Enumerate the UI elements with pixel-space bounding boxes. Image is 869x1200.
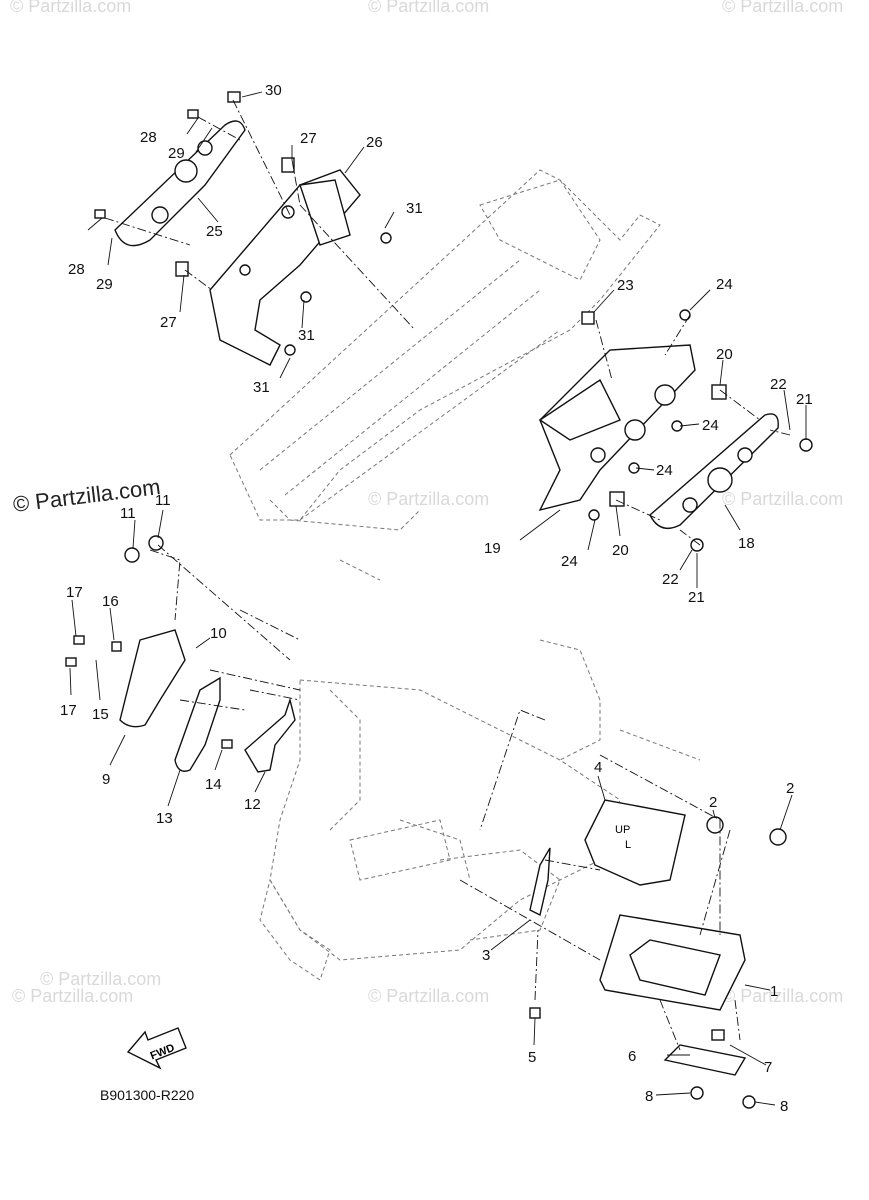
watermark: © Partzilla.com bbox=[368, 0, 489, 16]
callout-1: 1 bbox=[770, 983, 778, 1000]
diagram-code: B901300-R220 bbox=[100, 1087, 194, 1103]
callout-19: 19 bbox=[484, 540, 501, 557]
callout-30: 30 bbox=[265, 82, 282, 99]
callout-20: 20 bbox=[612, 542, 629, 559]
battery-4 bbox=[584, 799, 686, 886]
watermark: © Partzilla.com bbox=[368, 489, 489, 509]
callout-18: 18 bbox=[738, 535, 755, 552]
guard-bracket-26 bbox=[209, 169, 361, 366]
callout-2: 2 bbox=[709, 794, 717, 811]
callout-15: 15 bbox=[92, 706, 109, 723]
callout-5: 5 bbox=[528, 1049, 536, 1066]
callout-22: 22 bbox=[662, 571, 679, 588]
callout-16: 16 bbox=[102, 593, 119, 610]
callout-11: 11 bbox=[155, 492, 171, 509]
callout-27: 27 bbox=[300, 130, 317, 147]
callout-11: 11 bbox=[120, 505, 136, 522]
watermark: © Partzilla.com bbox=[10, 0, 131, 16]
callout-3: 3 bbox=[482, 947, 490, 964]
cover-13 bbox=[174, 676, 221, 772]
callout-26: 26 bbox=[366, 134, 383, 151]
callout-29: 29 bbox=[168, 145, 185, 162]
callout-27: 27 bbox=[160, 314, 177, 331]
callout-8: 8 bbox=[645, 1088, 653, 1105]
guard-plate-25 bbox=[114, 120, 246, 247]
callout-14: 14 bbox=[205, 776, 222, 793]
callout-6: 6 bbox=[628, 1048, 636, 1065]
callout-31: 31 bbox=[406, 200, 423, 217]
callout-20: 20 bbox=[716, 346, 733, 363]
leader-lines bbox=[69, 91, 807, 1106]
guard-plate-18 bbox=[649, 413, 779, 529]
bracket-12 bbox=[244, 697, 296, 773]
guard-bracket-19 bbox=[538, 344, 696, 512]
callout-7: 7 bbox=[764, 1059, 772, 1076]
callout-24: 24 bbox=[716, 276, 733, 293]
band-6 bbox=[663, 1044, 747, 1076]
battery-side-label: L bbox=[625, 839, 631, 851]
callout-4: 4 bbox=[594, 759, 602, 776]
callout-24: 24 bbox=[561, 553, 578, 570]
callout-24: 24 bbox=[656, 462, 673, 479]
watermark: © Partzilla.com bbox=[722, 0, 843, 16]
callout-13: 13 bbox=[156, 810, 173, 827]
callout-31: 31 bbox=[253, 379, 270, 396]
watermark: © Partzilla.com bbox=[368, 986, 489, 1006]
fwd-arrow: FWD bbox=[126, 1027, 187, 1070]
callout-numbers: 30 28 29 27 26 25 31 28 29 27 31 31 23 2… bbox=[60, 82, 813, 1115]
callout-28: 28 bbox=[68, 261, 85, 278]
watermark: © Partzilla.com bbox=[722, 489, 843, 509]
callout-22: 22 bbox=[770, 376, 787, 393]
callout-8: 8 bbox=[780, 1098, 788, 1115]
watermark-layer: © Partzilla.com © Partzilla.com © Partzi… bbox=[10, 0, 843, 1006]
callout-24: 24 bbox=[702, 417, 719, 434]
callout-2: 2 bbox=[786, 780, 794, 797]
callout-29: 29 bbox=[96, 276, 113, 293]
callout-25: 25 bbox=[206, 223, 223, 240]
frame-outline bbox=[229, 169, 701, 981]
callout-23: 23 bbox=[617, 277, 634, 294]
battery-up-label: UP bbox=[615, 824, 630, 836]
callout-21: 21 bbox=[796, 391, 813, 408]
watermark: © Partzilla.com bbox=[722, 986, 843, 1006]
callout-9: 9 bbox=[102, 771, 110, 788]
callout-10: 10 bbox=[210, 625, 227, 642]
callout-17: 17 bbox=[60, 702, 77, 719]
bolts-bottom-right bbox=[529, 816, 787, 1109]
stay-3 bbox=[529, 847, 551, 917]
callout-17: 17 bbox=[66, 584, 83, 601]
callout-28: 28 bbox=[140, 129, 157, 146]
partzilla-watermark: © Partzilla.com bbox=[12, 474, 162, 517]
watermark: © Partzilla.com bbox=[12, 986, 133, 1006]
watermark: © Partzilla.com bbox=[40, 969, 161, 989]
callout-31: 31 bbox=[298, 327, 315, 344]
bolts-upper-left bbox=[94, 91, 392, 356]
callout-21: 21 bbox=[688, 589, 705, 606]
cover-9 bbox=[119, 629, 186, 728]
callout-12: 12 bbox=[244, 796, 261, 813]
battery-box-1 bbox=[599, 914, 746, 1011]
